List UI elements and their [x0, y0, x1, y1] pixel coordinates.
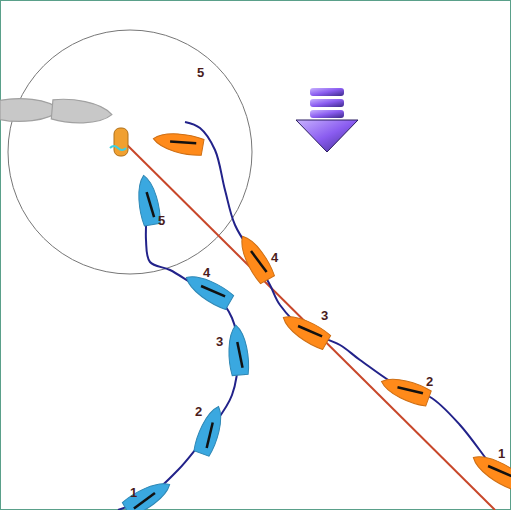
callout-number: 4: [203, 266, 210, 279]
boat: [152, 129, 205, 156]
boat: [279, 309, 332, 350]
layline: [115, 133, 495, 510]
boat: [51, 98, 113, 126]
contact-mark: [110, 146, 126, 150]
boat: [378, 373, 431, 408]
boat: [122, 476, 175, 510]
boat: [226, 324, 249, 375]
boat-track: [118, 200, 238, 510]
callout-number: 4: [271, 251, 278, 264]
callout-number: 3: [216, 335, 223, 348]
boat: [193, 403, 228, 456]
callout-number: 5: [158, 214, 165, 227]
small-boat: [114, 128, 128, 156]
boat: [134, 174, 161, 227]
callout-number: 1: [498, 447, 505, 460]
callout-number: 2: [426, 375, 433, 388]
callout-number: 1: [130, 486, 137, 499]
boat: [234, 232, 275, 285]
callout-number: 3: [321, 309, 328, 322]
callout-number: 2: [195, 405, 202, 418]
callout-number: 5: [197, 66, 204, 79]
boat-track: [185, 122, 510, 485]
wind-arrow: [296, 88, 358, 152]
